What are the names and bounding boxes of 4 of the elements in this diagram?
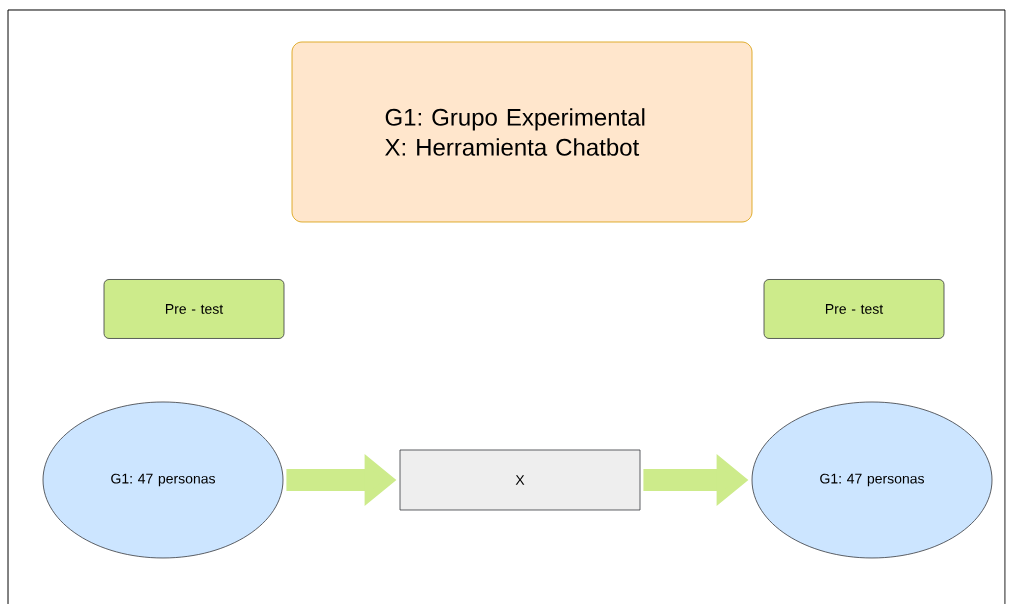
treatment-box: X: [399, 449, 641, 511]
label-box: Pre - test: [763, 279, 945, 339]
label-box: Pre - test: [103, 279, 285, 339]
title-box: G1: Grupo Experimental X: Herramienta Chatbot: [291, 41, 753, 223]
